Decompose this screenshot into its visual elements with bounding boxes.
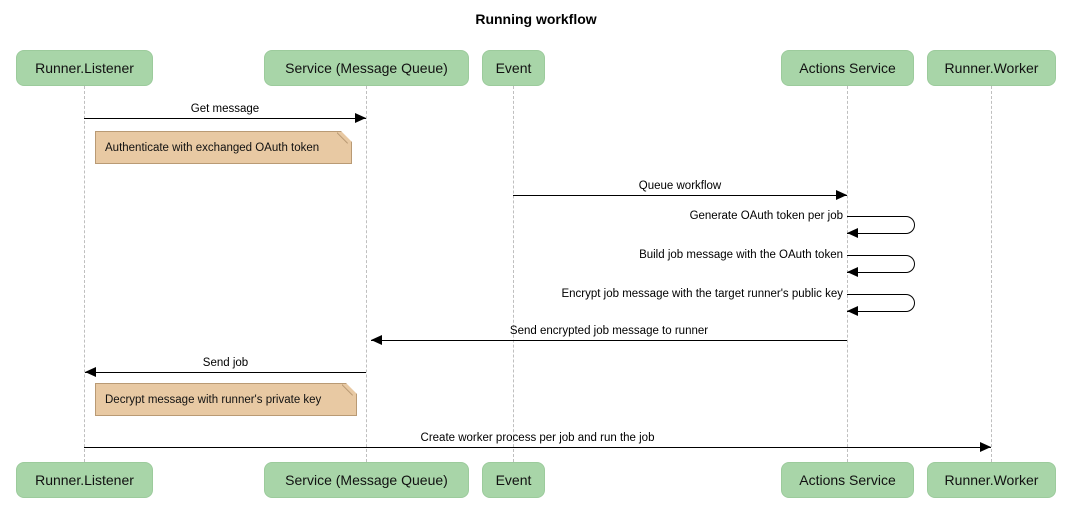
arrowhead-create-worker-process xyxy=(980,442,991,452)
participant-service-mq-top[interactable]: Service (Message Queue) xyxy=(264,50,469,86)
note-label: Decrypt message with runner's private ke… xyxy=(105,393,322,406)
participant-label: Runner.Worker xyxy=(944,472,1039,488)
participant-actions-service-bottom[interactable]: Actions Service xyxy=(781,462,914,498)
note-fold-edge-icon xyxy=(337,131,352,146)
participant-label: Runner.Listener xyxy=(35,472,134,488)
message-line-send-encrypted-job-message xyxy=(371,340,847,341)
lifeline-event xyxy=(513,86,514,462)
arrowhead-send-job xyxy=(85,367,96,377)
participant-label: Event xyxy=(495,472,532,488)
participant-runner-listener-top[interactable]: Runner.Listener xyxy=(16,50,153,86)
message-line-get-message xyxy=(84,118,366,119)
message-line-create-worker-process xyxy=(84,447,991,448)
lifeline-runner-worker xyxy=(991,86,992,462)
message-label-generate-oauth-token-per-job: Generate OAuth token per job xyxy=(689,210,843,222)
message-label-send-encrypted-job-message: Send encrypted job message to runner xyxy=(509,325,709,337)
arrowhead-get-message xyxy=(355,113,366,123)
participant-label: Service (Message Queue) xyxy=(285,472,448,488)
participant-label: Service (Message Queue) xyxy=(285,60,448,76)
page-title: Running workflow xyxy=(475,11,597,27)
message-line-send-job xyxy=(85,372,366,373)
participant-label: Actions Service xyxy=(799,472,896,488)
message-label-queue-workflow: Queue workflow xyxy=(638,180,722,192)
participant-runner-worker-bottom[interactable]: Runner.Worker xyxy=(927,462,1056,498)
participant-label: Event xyxy=(495,60,532,76)
participant-event-bottom[interactable]: Event xyxy=(482,462,545,498)
participant-actions-service-top[interactable]: Actions Service xyxy=(781,50,914,86)
participant-service-mq-bottom[interactable]: Service (Message Queue) xyxy=(264,462,469,498)
arrowhead-queue-workflow xyxy=(836,190,847,200)
participant-runner-worker-top[interactable]: Runner.Worker xyxy=(927,50,1056,86)
note-decrypt: Decrypt message with runner's private ke… xyxy=(95,383,357,416)
participant-label: Runner.Worker xyxy=(944,60,1039,76)
message-label-send-job: Send job xyxy=(202,357,249,369)
note-fold-edge-icon xyxy=(342,383,357,398)
message-label-build-job-message: Build job message with the OAuth token xyxy=(639,249,843,261)
participant-label: Runner.Listener xyxy=(35,60,134,76)
participant-label: Actions Service xyxy=(799,60,896,76)
message-label-encrypt-job-message: Encrypt job message with the target runn… xyxy=(561,288,843,300)
note-label: Authenticate with exchanged OAuth token xyxy=(105,141,320,154)
arrowhead-build-job-message xyxy=(847,267,858,277)
message-label-get-message: Get message xyxy=(190,103,260,115)
arrowhead-encrypt-job-message xyxy=(847,306,858,316)
message-label-create-worker-process: Create worker process per job and run th… xyxy=(420,432,655,444)
lifeline-runner-listener xyxy=(84,86,85,462)
lifeline-service-mq xyxy=(366,86,367,462)
arrowhead-generate-oauth-token-per-job xyxy=(847,228,858,238)
selfloop-generate-oauth-token-per-job xyxy=(847,216,915,234)
participant-event-top[interactable]: Event xyxy=(482,50,545,86)
arrowhead-send-encrypted-job-message xyxy=(371,335,382,345)
note-authenticate: Authenticate with exchanged OAuth token xyxy=(95,131,352,164)
selfloop-encrypt-job-message xyxy=(847,294,915,312)
message-line-queue-workflow xyxy=(513,195,847,196)
selfloop-build-job-message xyxy=(847,255,915,273)
participant-runner-listener-bottom[interactable]: Runner.Listener xyxy=(16,462,153,498)
